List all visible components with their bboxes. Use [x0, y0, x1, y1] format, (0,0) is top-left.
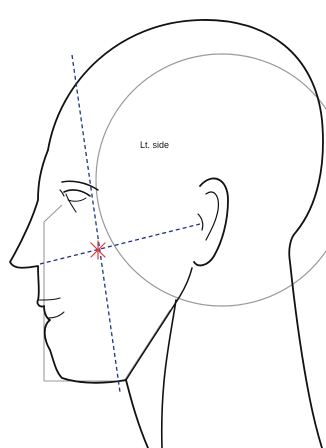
eye — [60, 190, 90, 212]
intersection-marker — [91, 241, 105, 259]
head-outline — [48, 20, 323, 448]
face-profile — [10, 150, 148, 448]
eyebrow — [62, 181, 98, 190]
vertical-axis-line — [72, 55, 120, 392]
horizontal-axis-line — [40, 224, 200, 264]
ear — [194, 178, 228, 265]
side-label: Lt. side — [140, 140, 169, 150]
mouth-detail — [38, 298, 64, 318]
jaw-line — [126, 268, 192, 380]
